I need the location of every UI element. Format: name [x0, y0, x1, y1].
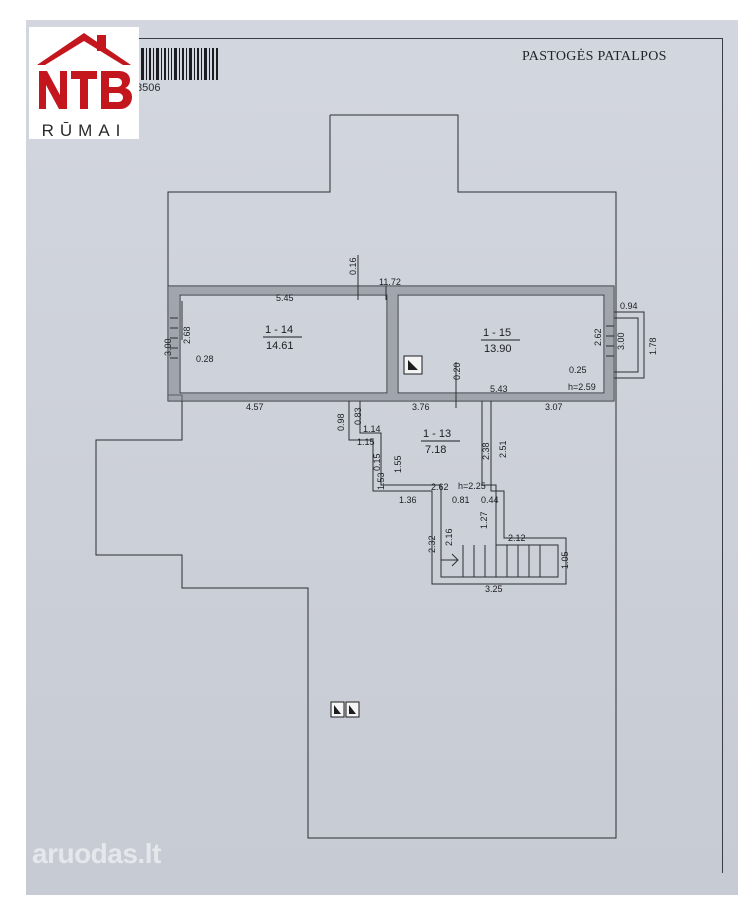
dim-0-28: 0.28 [196, 354, 214, 364]
dim-3-25: 3.25 [485, 584, 503, 594]
watermark: aruodas.lt [32, 838, 161, 869]
roof-outline [95, 114, 617, 839]
staircase [441, 545, 541, 577]
dim-2-51: 2.51 [498, 440, 508, 458]
dim-5-45: 5.45 [276, 293, 294, 303]
dim-0-16: 0.16 [348, 257, 358, 275]
wall-fill-top [168, 286, 614, 295]
wall-fill-mid [387, 295, 398, 393]
logo-subtitle: RŪMAI [41, 121, 127, 140]
wall-fill-right [604, 286, 614, 401]
dim-2-62-right: 2.62 [593, 328, 603, 346]
dim-3-00-right: 3.00 [616, 332, 626, 350]
dim-1-78: 1.78 [648, 337, 658, 355]
wall-13-outer [348, 401, 567, 585]
dim-5-43: 5.43 [490, 384, 508, 394]
dim-3-07: 3.07 [545, 402, 563, 412]
dim-0-94: 0.94 [620, 301, 638, 311]
dim-0-15: 0.15 [372, 453, 382, 471]
document-number: 8506 [136, 82, 161, 94]
dim-2-38: 2.38 [481, 442, 491, 460]
ntb-rumai-logo: RŪMAI [29, 27, 139, 140]
dim-2-16: 2.16 [444, 528, 454, 546]
dim-3-00-left: 3.00 [163, 338, 173, 356]
dim-2-12: 2.12 [508, 533, 526, 543]
double-chimney-icon [330, 701, 360, 718]
dim-0-98: 0.98 [336, 413, 346, 431]
wall-fill-bottom [168, 393, 614, 401]
room-14-area: 14.61 [266, 340, 294, 352]
dim-3-76: 3.76 [412, 402, 430, 412]
dim-1-05: 1.05 [560, 551, 570, 569]
plan-title: PASTOGĖS PATALPOS [522, 49, 667, 64]
plan-paper [26, 20, 738, 895]
room-15-id: 1 - 15 [483, 327, 511, 339]
right-bay [614, 311, 645, 379]
dim-1-53: 1.53 [376, 472, 386, 490]
dim-0-81: 0.81 [452, 495, 470, 505]
wall-fill-left [168, 286, 180, 401]
room-13-id: 1 - 13 [423, 428, 451, 440]
dim-1-15: 1.15 [357, 437, 375, 447]
dim-0-20: 0.20 [452, 362, 462, 380]
dim-1-27: 1.27 [479, 511, 489, 529]
room-15-area: 13.90 [484, 343, 512, 355]
dim-1-14: 1.14 [363, 424, 381, 434]
dim-11-72: 11.72 [379, 277, 401, 287]
frame-right-edge [722, 38, 723, 873]
room-14-id: 1 - 14 [265, 324, 293, 336]
dim-0-44: 0.44 [481, 495, 499, 505]
right-bay-inner [614, 317, 639, 373]
room-13-area: 7.18 [425, 444, 446, 456]
dim-0-25: 0.25 [569, 365, 587, 375]
height-room-13: h=2.25 [458, 481, 486, 491]
dim-2-32: 2.32 [427, 535, 437, 553]
dim-4-57: 4.57 [246, 402, 264, 412]
dim-2-62-mid: 2.62 [431, 482, 449, 492]
ntb-logo-mark [37, 33, 132, 109]
height-room-15: h=2.59 [568, 382, 596, 392]
chimney-icon [403, 355, 423, 375]
dim-2-68: 2.68 [182, 326, 192, 344]
wall-13-inner [359, 401, 559, 578]
paper-shade [26, 20, 738, 895]
dim-1-36: 1.36 [399, 495, 417, 505]
dim-0-83: 0.83 [353, 407, 363, 425]
dim-1-55: 1.55 [393, 455, 403, 473]
